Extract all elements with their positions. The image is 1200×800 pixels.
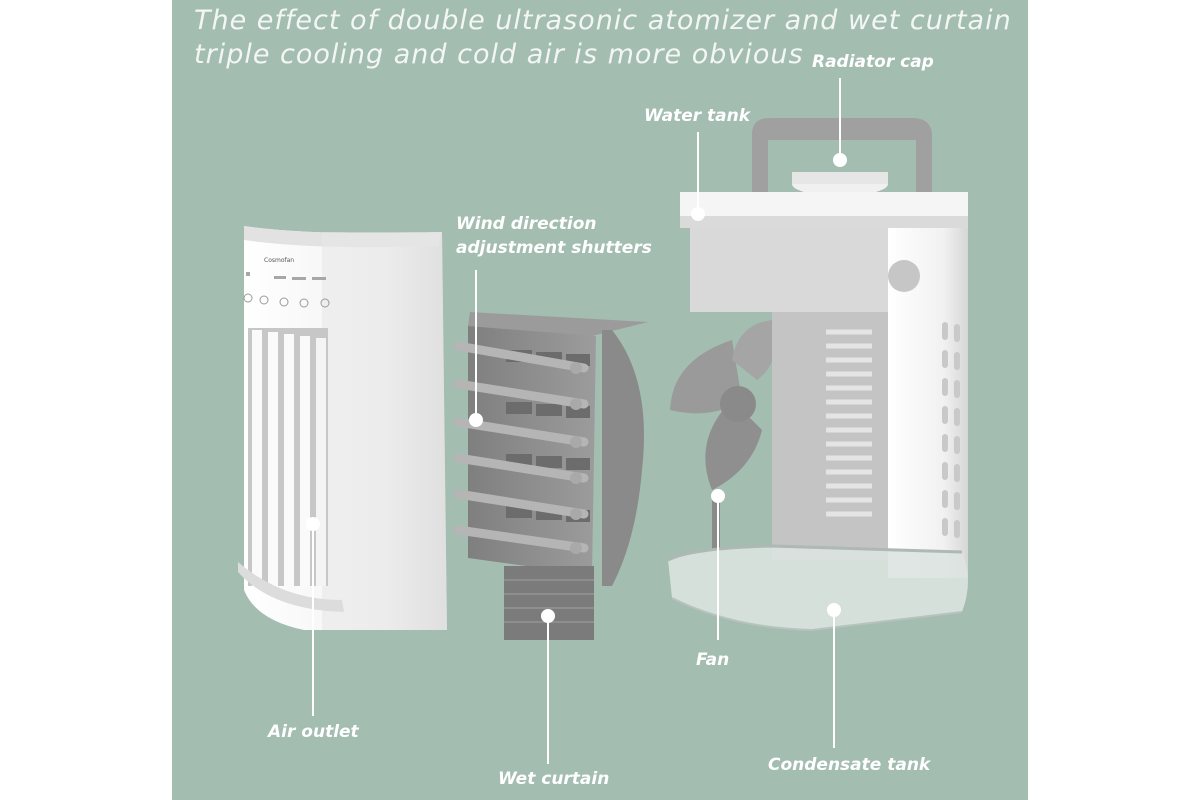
callouts <box>306 78 847 764</box>
label-wind-shutters: Wind direction adjustment shutters <box>456 212 652 260</box>
outlet-lip <box>238 562 344 612</box>
inner-grille <box>826 329 872 517</box>
device-brand: Cosmofan <box>264 257 294 264</box>
status-dots <box>246 272 326 280</box>
label-wind-shutters-line-1: Wind direction <box>456 214 597 234</box>
callout-dot-air-outlet <box>306 517 320 531</box>
callout-dot-fan <box>711 489 725 503</box>
label-fan: Fan <box>696 650 730 670</box>
headline: The effect of double ultrasonic atomizer… <box>194 4 1012 72</box>
exploded-view-illustration: Cosmofan <box>238 78 968 764</box>
callout-dot-water-tank <box>691 207 705 221</box>
headline-line-1: The effect of double ultrasonic atomizer… <box>194 5 1012 36</box>
control-buttons <box>243 293 330 308</box>
callout-dot-wind-shutters <box>469 413 483 427</box>
product-diagram-panel: The effect of double ultrasonic atomizer… <box>172 0 1028 800</box>
label-condensate-tank: Condensate tank <box>768 755 931 775</box>
label-air-outlet: Air outlet <box>268 722 359 742</box>
main-body <box>667 118 968 632</box>
fan <box>670 320 776 550</box>
wet-curtain-assembly <box>453 312 648 640</box>
callout-dot-condensate-tank <box>827 603 841 617</box>
outlet-louvers <box>248 328 328 586</box>
carry-handle <box>752 118 932 290</box>
label-wind-shutters-line-2: adjustment shutters <box>456 238 652 258</box>
label-wet-curtain: Wet curtain <box>498 769 610 789</box>
side-vents <box>942 322 960 538</box>
callout-dot-wet-curtain <box>541 609 555 623</box>
condensate-tray <box>668 546 968 630</box>
front-shell: Cosmofan <box>238 226 447 630</box>
headline-line-2: triple cooling and cold air is more obvi… <box>194 39 804 70</box>
label-radiator-cap: Radiator cap <box>812 52 934 72</box>
callout-dot-radiator-cap <box>833 153 847 167</box>
water-tank-body <box>690 228 888 312</box>
label-water-tank: Water tank <box>644 106 751 126</box>
